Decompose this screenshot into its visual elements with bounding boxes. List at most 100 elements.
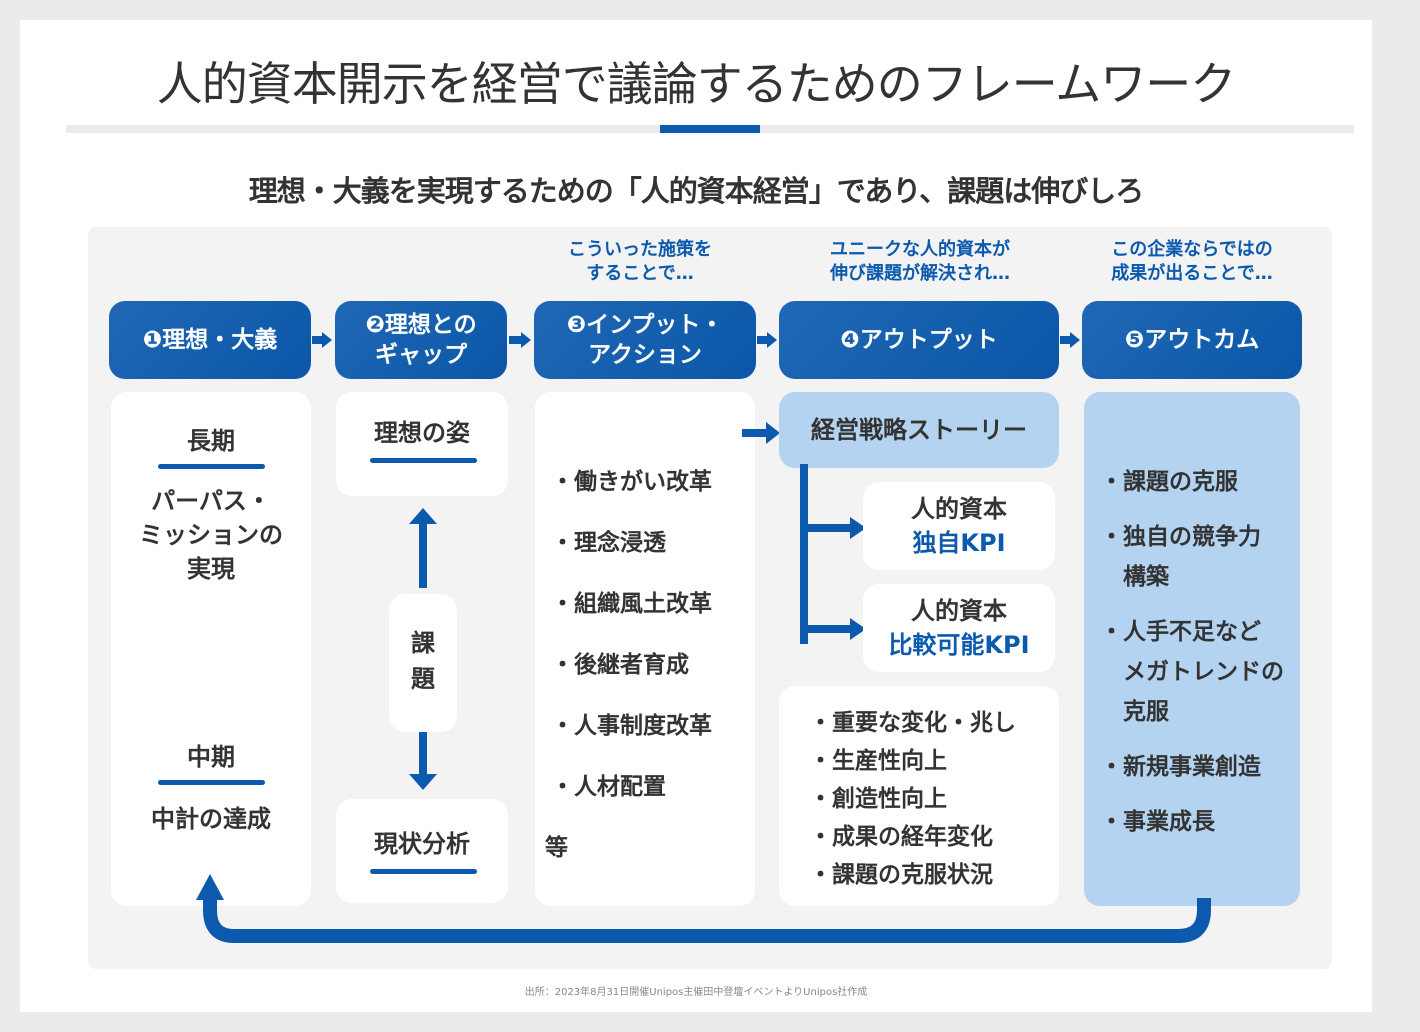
kpi-line-accent: 独自KPI [912,529,1006,557]
source-note: 出所：2023年8月31日開催Unipos主催田中登壇イベントよりUnipos社… [524,987,868,998]
title-divider-accent [660,125,760,133]
step-1-ideal: ❶理想・大義 [109,301,311,379]
arrow-right-icon [767,332,777,348]
step-label: ギャップ [374,342,467,368]
caption-line: 成果が出ることで… [1111,263,1273,284]
outcome-list: ・課題の克服 ・独自の競争力 構築 ・人手不足など メガトレンドの 克服 ・新規… [1100,462,1284,842]
step-number-3-icon: ❸ [566,312,587,338]
list-item: ・課題の克服 [1100,462,1284,502]
heading-underline [370,458,477,463]
heading-underline [158,464,265,469]
input-action-box: ・働きがい改革 ・理念浸透 ・組織風土改革 ・後継者育成 ・人事制度改革 ・人材… [535,392,755,906]
list-item-line: ・事業成長 [1100,809,1215,835]
list-item: ・課題の克服状況 [809,862,993,888]
list-item: ・組織風土改革 [551,591,712,617]
step-number-2-icon: ❷ [365,312,385,338]
current-box: 現状分析 [336,799,508,903]
input-action-list: ・働きがい改革 ・理念浸透 ・組織風土改革 ・後継者育成 ・人事制度改革 ・人材… [545,452,712,879]
arrow-stem [757,336,767,344]
caption-line: ユニークな人的資本が [830,239,1010,260]
heading-underline [370,869,477,874]
issue-char: 題 [411,665,435,693]
step-4-output: ❹アウトプット [779,301,1059,379]
comparable-kpi-box: 人的資本 比較可能KPI [863,584,1055,672]
step-label: 理想との [384,312,477,338]
long-term-text: パーパス・ ミッションの 実現 [111,484,311,586]
current-label: 現状分析 [374,830,470,858]
caption-step5: この企業ならではの 成果が出ることで… [1082,238,1302,286]
arrow-stem [1060,336,1070,344]
mid-term-text: 中計の達成 [151,805,271,833]
step-number-5-icon: ❺ [1124,327,1145,353]
step-label: 理想・大義 [162,327,278,353]
arrow-right-icon [521,332,531,348]
list-item-line: ・課題の克服 [1100,469,1238,495]
text-line: パーパス・ [151,487,271,515]
subtitle: 理想・大義を実現するための「人的資本経営」であり、課題は伸びしろ [248,174,1145,208]
step-label: アウトプット [859,327,998,353]
step-label: アウトカム [1144,327,1260,353]
list-item-line: ・独自の競争力 [1100,524,1261,550]
issue-char: 課 [411,629,435,657]
caption-line: することで… [586,263,694,284]
list-item: ・成果の経年変化 [809,824,993,850]
list-item: ・重要な変化・兆し [809,710,1016,736]
ideal-label: 理想の姿 [374,419,470,447]
step-5-outcome: ❺アウトカム [1082,301,1302,379]
heading-underline [158,780,265,785]
step-label: アクション [588,342,702,368]
list-item: ・人材配置 [551,774,666,800]
long-term-heading: 長期 [187,427,235,455]
issue-box: 課 題 [389,594,457,732]
caption-line: こういった施策を [568,239,712,260]
page-title: 人的資本開示を経営で議論するためのフレームワーク [156,57,1237,111]
mid-term-heading: 中期 [187,743,235,771]
list-item: ・生産性向上 [809,748,947,774]
list-item: ・後継者育成 [551,652,689,678]
kpi-line: 人的資本 [911,495,1007,523]
arrow-right-icon [1070,332,1080,348]
arrow-to-story-icon [742,422,780,444]
arrow-stem [312,336,322,344]
arrow-right-icon [322,332,332,348]
caption-step4: ユニークな人的資本が 伸び課題が解決され… [780,238,1060,286]
output-list: ・重要な変化・兆し ・生産性向上 ・創造性向上 ・成果の経年変化 ・課題の克服状… [809,704,1016,894]
outcome-box: ・課題の克服 ・独自の競争力 構築 ・人手不足など メガトレンドの 克服 ・新規… [1084,392,1300,906]
text-line: ミッションの [139,521,283,549]
issue-double-arrow-icon [409,508,437,790]
feedback-loop-arrow-icon [196,874,1211,943]
kpi-line-accent: 比較可能KPI [888,631,1030,659]
list-item-line: ・人手不足など [1100,619,1261,645]
list-item: ・人事制度改革 [551,713,712,739]
unique-kpi-box: 人的資本 独自KPI [863,482,1055,570]
output-list-box: ・重要な変化・兆し ・生産性向上 ・創造性向上 ・成果の経年変化 ・課題の克服状… [779,686,1059,906]
list-item: ・新規事業創造 [1100,747,1284,787]
list-etc: 等 [545,835,568,861]
list-item: ・理念浸透 [551,530,666,556]
slide-card: 人的資本開示を経営で議論するためのフレームワーク 理想・大義を実現するための「人… [20,20,1372,1012]
ideal-box: 理想の姿 [336,392,508,496]
arrow-stem [509,336,521,344]
strategy-story-label: 経営戦略ストーリー [811,416,1027,444]
list-item: ・働きがい改革 [551,469,712,495]
caption-step3: こういった施策を することで… [540,238,740,286]
step-3-input-action: ❸インプット・アクション [534,301,756,379]
text-line: 実現 [187,555,235,583]
list-item-line: ・新規事業創造 [1100,754,1261,780]
strategy-story-box: 経営戦略ストーリー [779,392,1059,468]
branch-arrows-icon [800,464,866,644]
list-item: ・人手不足など メガトレンドの 克服 [1100,612,1284,732]
step-label: インプット・ [586,312,724,338]
caption-line: 伸び課題が解決され… [830,263,1010,284]
list-item: ・事業成長 [1100,802,1284,842]
caption-line: この企業ならではの [1111,239,1273,260]
list-item-line: メガトレンドの [1100,659,1284,685]
kpi-line: 人的資本 [911,597,1007,625]
list-item: ・創造性向上 [809,786,947,812]
step-number-1-icon: ❶ [142,327,163,353]
step-number-4-icon: ❹ [840,327,860,353]
col1-box: 長期 パーパス・ ミッションの 実現 中期 中計の達成 [111,392,311,906]
list-item-line: 構築 [1100,564,1169,590]
list-item-line: 克服 [1100,699,1169,725]
step-2-gap: ❷理想とのギャップ [335,301,507,379]
